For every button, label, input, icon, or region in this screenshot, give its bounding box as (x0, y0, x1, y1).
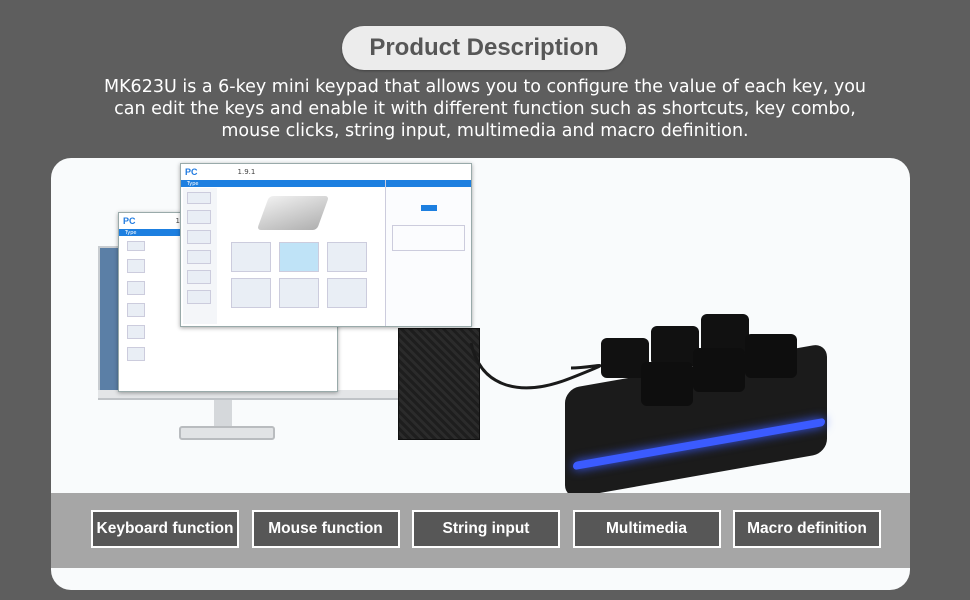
feature-mouse-function: Mouse function (251, 510, 400, 548)
keypad-device (565, 314, 827, 500)
monitor-chin (98, 390, 423, 400)
monitor-stand (214, 400, 232, 426)
feature-macro-definition: Macro definition (733, 510, 881, 548)
type-tab-back[interactable]: Type (125, 229, 137, 236)
product-scene: PC1.0.4 Type PC1.9.1 Type (51, 158, 910, 500)
page-title: Product Description (342, 26, 626, 70)
keycap (651, 326, 699, 366)
feature-keyboard-function: Keyboard function (91, 510, 239, 548)
app-version-front: 1.9.1 (237, 168, 256, 176)
product-panel: PC1.0.4 Type PC1.9.1 Type (51, 158, 910, 590)
feature-multimedia: Multimedia (572, 510, 721, 548)
monitor-base (179, 426, 275, 440)
product-description: MK623U is a 6-key mini keypad that allow… (103, 77, 867, 141)
feature-string-input: String input (412, 510, 560, 548)
keycap (693, 348, 745, 392)
feature-list: Keyboard function Mouse function String … (91, 510, 881, 548)
app-logo-back: PC (123, 216, 136, 226)
keycap (701, 314, 749, 354)
keycap (641, 362, 693, 406)
keycap (745, 334, 797, 378)
type-tab-front[interactable]: Type (187, 180, 199, 187)
usb-cable (469, 342, 602, 390)
app-window-front: PC 1.9.1 Type (180, 163, 472, 327)
app-logo-front: PC (185, 167, 198, 177)
pc-tower (398, 328, 480, 440)
